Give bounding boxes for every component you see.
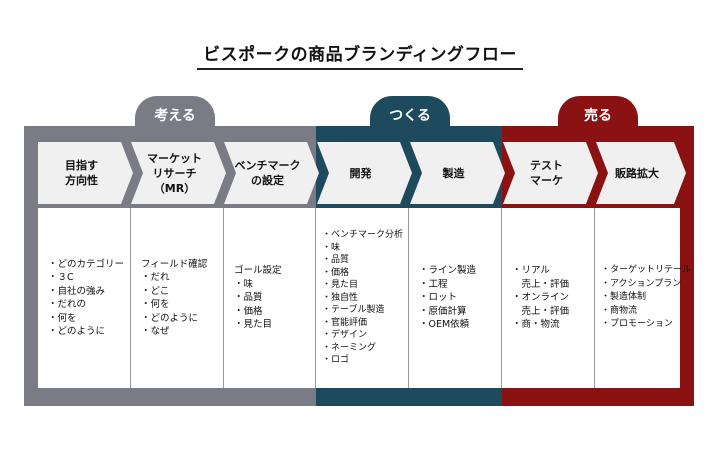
detail-box-3: ・ベンチマーク分析 ・味 ・品質 ・価格 ・見た目 ・独自性 ・テーブル製造 ・…	[316, 208, 409, 388]
step-channel-expansion: 販路拡大	[596, 142, 686, 204]
detail-item: ・品質	[322, 255, 350, 266]
step-market-research: マーケットリサーチ（MR）	[131, 142, 226, 204]
detail-item: 売上・評価	[512, 278, 570, 290]
phase-label-think: 考える	[154, 108, 196, 124]
detail-item: ・品質	[234, 292, 263, 304]
detail-box-4: ・ライン製造 ・工程 ・ロット ・原価計算 ・OEM依頼	[409, 208, 502, 388]
detail-item: ・ロゴ	[322, 355, 350, 366]
detail-item: ・味	[322, 242, 341, 253]
phase-tab-sell: 売る	[558, 96, 638, 140]
detail-item: ・味	[234, 278, 254, 290]
step-line: リサーチ	[152, 166, 197, 180]
step-line: マーケット	[147, 151, 202, 165]
page-title: ビスポークの商品ブランディングフロー	[203, 45, 517, 65]
step-line: マーケ	[530, 174, 563, 187]
detail-item: フィールド確認	[141, 258, 208, 270]
detail-item: ・ライン製造	[419, 265, 477, 277]
step-line: ベンチマーク	[234, 159, 301, 172]
detail-item: ・何を	[141, 299, 170, 310]
detail-item: ・プロモーション	[601, 319, 673, 330]
detail-item: ・原価計算	[419, 305, 467, 317]
detail-box-0: ・どのカテゴリー ・３C ・自社の強み ・だれの ・何を ・どのように	[38, 208, 131, 388]
detail-item: ・価格	[234, 305, 263, 317]
title-underline	[197, 68, 523, 70]
detail-item: ・見た目	[322, 280, 359, 291]
step-line: 製造	[442, 166, 465, 180]
detail-item: ・テーブル製造	[322, 305, 385, 316]
step-target-direction: 目指す方向性	[38, 142, 133, 204]
detail-item: ・ネーミング	[322, 342, 377, 353]
detail-item: 売上・評価	[512, 305, 570, 317]
phase-label-make: つくる	[389, 108, 431, 124]
detail-item: ・だれ	[141, 272, 170, 283]
detail-item: ・独自性	[322, 292, 359, 303]
step-line: 目指す	[65, 159, 98, 172]
detail-item: ・アクションプラン	[601, 278, 682, 289]
detail-item: ・ロット	[419, 292, 458, 304]
step-line: テスト	[530, 159, 563, 172]
detail-item: ・だれの	[48, 299, 87, 310]
detail-box-2: ゴール設定 ・味 ・品質 ・価格 ・見た目	[224, 208, 316, 388]
detail-item: ・見た目	[234, 319, 273, 331]
step-test-marketing: テストマーケ	[503, 142, 598, 204]
step-manufacturing: 製造	[410, 142, 505, 204]
detail-item: ・どのように	[48, 326, 106, 337]
detail-item: ・どのカテゴリー	[48, 258, 125, 270]
detail-item: ・製造体制	[601, 292, 647, 303]
detail-item: ・リアル	[512, 265, 550, 277]
detail-item: ・３C	[48, 272, 74, 283]
detail-item: ・何を	[48, 312, 77, 324]
phase-tab-think: 考える	[135, 96, 215, 140]
step-line: （MR）	[153, 181, 196, 195]
step-line: 開発	[349, 166, 372, 180]
detail-item: ゴール設定	[234, 265, 282, 277]
detail-item: ・なぜ	[141, 326, 170, 337]
detail-item: ・価格	[322, 267, 350, 278]
detail-item: ・工程	[419, 278, 448, 290]
detail-item: ・デザイン	[322, 330, 368, 341]
phase-tab-make: つくる	[370, 96, 450, 140]
step-line: の設定	[251, 174, 284, 187]
detail-item: ・官能評価	[322, 317, 368, 328]
step-benchmark: ベンチマークの設定	[224, 142, 319, 204]
detail-box-6: ・ターゲットリテール ・アクションプラン ・製造体制 ・商物流 ・プロモーション	[595, 208, 692, 388]
detail-item: ・どこ	[141, 285, 170, 297]
detail-item: ・OEM依頼	[419, 319, 470, 331]
detail-item: ・商物流	[601, 305, 638, 316]
detail-item: ・オンライン	[512, 292, 570, 304]
detail-item: ・自社の強み	[48, 285, 106, 297]
detail-item: ・どのように	[141, 312, 199, 324]
step-line: 販路拡大	[615, 166, 659, 180]
detail-box-1: フィールド確認 ・だれ ・どこ ・何を ・どのように ・なぜ	[131, 208, 224, 388]
step-line: 方向性	[65, 174, 98, 187]
phase-label-sell: 売る	[584, 108, 612, 124]
detail-item: ・商・物流	[512, 319, 560, 331]
step-development: 開発	[317, 142, 412, 204]
detail-box-5: ・リアル 売上・評価 ・オンライン 売上・評価 ・商・物流	[502, 208, 595, 388]
detail-item: ・ベンチマーク分析	[322, 230, 404, 241]
detail-item: ・ターゲットリテール	[601, 265, 692, 276]
